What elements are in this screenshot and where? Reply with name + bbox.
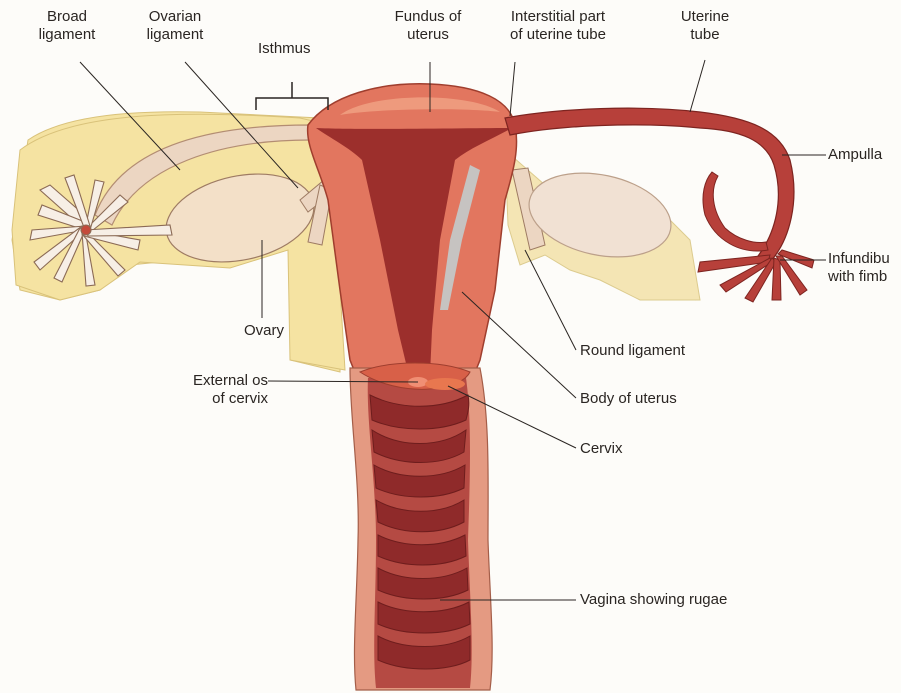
infundibulum-line-1: Infundibu [828, 250, 901, 268]
label-vagina: Vagina showing rugae [580, 591, 727, 609]
label-ampulla: Ampulla [828, 146, 882, 164]
label-ovary: Ovary [244, 322, 284, 340]
interstitial-line-2: of uterine tube [498, 26, 618, 44]
infundibulum-line-2: with fimb [828, 268, 901, 286]
uterine-tube-line-2: tube [670, 26, 740, 44]
label-broad-ligament: Broad ligament [24, 8, 110, 44]
ovarian-ligament-line-2: ligament [130, 26, 220, 44]
broad-ligament-line-1: Broad [24, 8, 110, 26]
cervix-tip [425, 378, 465, 390]
label-ovarian-ligament: Ovarian ligament [130, 8, 220, 44]
ovarian-ligament-line-1: Ovarian [130, 8, 220, 26]
label-external-os: External os of cervix [164, 372, 268, 408]
isthmus-bracket [256, 82, 328, 110]
label-interstitial: Interstitial part of uterine tube [498, 8, 618, 44]
label-body-of-uterus: Body of uterus [580, 390, 677, 408]
interstitial-line-1: Interstitial part [498, 8, 618, 26]
label-infundibulum: Infundibu with fimb [828, 250, 901, 286]
external-os-line-2: of cervix [164, 390, 268, 408]
label-cervix: Cervix [580, 440, 623, 458]
broad-ligament-line-2: ligament [24, 26, 110, 44]
external-os-line-1: External os [164, 372, 268, 390]
label-uterine-tube: Uterine tube [670, 8, 740, 44]
right-fimbriae [698, 172, 814, 302]
label-isthmus: Isthmus [258, 40, 311, 58]
fundus-line-1: Fundus of [378, 8, 478, 26]
label-fundus: Fundus of uterus [378, 8, 478, 44]
uterine-tube-line-1: Uterine [670, 8, 740, 26]
fundus-line-2: uterus [378, 26, 478, 44]
label-round-ligament: Round ligament [580, 342, 685, 360]
